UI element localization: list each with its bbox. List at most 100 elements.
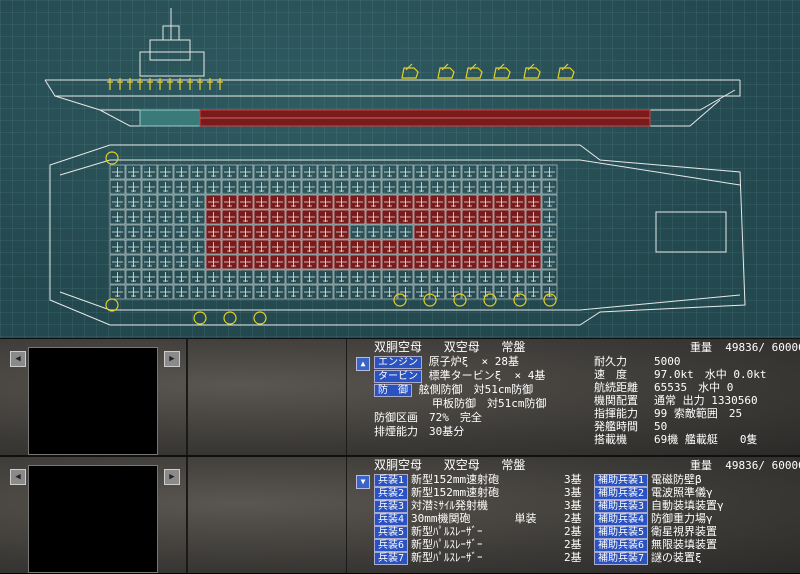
prev-arrow-icon[interactable]: ◀ [10, 469, 26, 485]
aircraft-icon [208, 182, 219, 192]
aircraft-icon [304, 167, 315, 177]
weapon-tag[interactable]: 兵装6 [374, 539, 409, 552]
aircraft-icon [496, 212, 507, 222]
weapon-tag[interactable]: 兵装1 [374, 474, 409, 487]
aircraft-slot [333, 284, 350, 300]
aircraft-icon [288, 197, 299, 207]
aircraft-slot [397, 269, 414, 285]
aircraft-icon [128, 242, 139, 252]
weapon-tag[interactable]: 兵装7 [374, 552, 409, 565]
engine-value: 原子炉ξ [428, 355, 469, 368]
aircraft-icon [336, 212, 347, 222]
turbine-tag[interactable]: タービン [374, 370, 422, 383]
aircraft-icon [368, 197, 379, 207]
prev-arrow-icon[interactable]: ◀ [10, 351, 26, 367]
aircraft-icon [208, 212, 219, 222]
aux-weapon-tag[interactable]: 補助兵装5 [594, 526, 649, 539]
aircraft-icon [496, 242, 507, 252]
aircraft-slot [349, 284, 366, 300]
top-view [49, 144, 746, 326]
aircraft-icon [464, 182, 475, 192]
aircraft-icon [256, 212, 267, 222]
aircraft-icon [368, 212, 379, 222]
stat-label: 指揮能力 [594, 407, 638, 420]
aircraft-icon [544, 287, 555, 297]
defense-zone: 防御区画 72% 完全 [374, 411, 482, 424]
aircraft-icon [176, 242, 187, 252]
aircraft-icon [496, 227, 507, 237]
aircraft-icon [128, 287, 139, 297]
aircraft-slot [173, 239, 190, 255]
deck-armor: 甲板防御 対51cm防御 [432, 397, 547, 410]
aircraft-icon [336, 272, 347, 282]
aircraft-icon [336, 227, 347, 237]
aircraft-slot [157, 269, 174, 285]
aircraft-slot [125, 239, 142, 255]
aircraft-icon [192, 212, 203, 222]
aircraft-slot [109, 254, 126, 270]
aircraft-icon [240, 287, 251, 297]
scroll-down-icon[interactable]: ▼ [356, 475, 370, 489]
aircraft-icon [384, 272, 395, 282]
next-arrow-icon[interactable]: ▶ [164, 351, 180, 367]
aircraft-slot [157, 224, 174, 240]
aircraft-slot [141, 254, 158, 270]
aircraft-slot [461, 269, 478, 285]
aircraft-slot [141, 269, 158, 285]
engine-tag[interactable]: エンジン [374, 356, 422, 369]
turret-icon [393, 293, 407, 307]
aircraft-icon [336, 242, 347, 252]
aux-weapon-tag[interactable]: 補助兵装1 [594, 474, 649, 487]
aircraft-icon [144, 212, 155, 222]
weapon-tag[interactable]: 兵装2 [374, 487, 409, 500]
weapon-tag[interactable]: 兵装3 [374, 500, 409, 513]
scroll-up-icon[interactable]: ▲ [356, 357, 370, 371]
aircraft-icon [368, 272, 379, 282]
weapon-tag[interactable]: 兵装5 [374, 526, 409, 539]
aux-weapon-tag[interactable]: 補助兵装2 [594, 487, 649, 500]
aircraft-icon [288, 167, 299, 177]
aircraft-icon [288, 287, 299, 297]
weapon-name: 新型152mm速射砲 [411, 473, 500, 486]
aircraft-icon [480, 182, 491, 192]
aircraft-icon [176, 257, 187, 267]
turbine-value: 標準タービンξ [428, 369, 502, 382]
aircraft-slot [493, 284, 510, 300]
aircraft-icon [224, 182, 235, 192]
turbine-row: タービン 標準タービンξ × 4基 [374, 369, 545, 383]
aircraft-icon [512, 182, 523, 192]
aux-weapon-tag[interactable]: 補助兵装7 [594, 552, 649, 565]
aircraft-slot [317, 269, 334, 285]
aircraft-slot [109, 164, 126, 180]
weapon-tag[interactable]: 兵装4 [374, 513, 409, 526]
aircraft-icon [432, 242, 443, 252]
aircraft-icon [400, 212, 411, 222]
next-arrow-icon[interactable]: ▶ [164, 469, 180, 485]
aircraft-icon [352, 227, 363, 237]
aircraft-icon [400, 227, 411, 237]
defense-tag[interactable]: 防 御 [374, 384, 412, 397]
turbine-count: × 4基 [514, 369, 546, 382]
side-view [44, 8, 741, 127]
aircraft-icon [320, 212, 331, 222]
aux-weapon-tag[interactable]: 補助兵装3 [594, 500, 649, 513]
ship-class: 双空母 [443, 458, 480, 472]
aux-weapon-tag[interactable]: 補助兵装6 [594, 539, 649, 552]
aircraft-icon [336, 182, 347, 192]
weight-label: 重量 [690, 341, 712, 354]
aux-weapon-tag[interactable]: 補助兵装4 [594, 513, 649, 526]
